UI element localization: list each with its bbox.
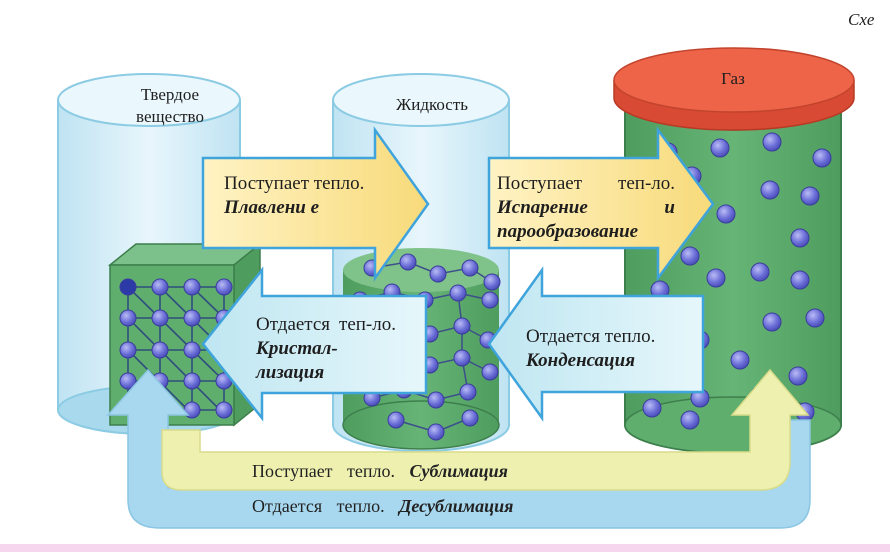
arrow-crystallization [201,266,428,422]
sublimation-text: Поступает тепло. [252,461,396,481]
scheme-label: Схе [848,10,875,29]
sublimation-line: Поступает тепло. Сублимация [252,461,508,482]
condensation-label: Отдается тепло. Конденсация [526,325,698,373]
liquid-title: Жидкость [396,95,468,114]
desublimation-term: Десублимация [399,496,514,516]
melting-label: Поступает тепло. Плавлени е [224,172,374,220]
condensation-term: Конденсация [526,350,635,371]
melting-term: Плавлени е [224,197,319,218]
sublimation-term: Сублимация [409,461,508,481]
liquid-cylinder [332,73,510,452]
arrow-evaporation [487,126,715,282]
desublimation-text: Отдается тепло. [252,496,385,516]
arrow-condensation [487,266,705,422]
arrow-melting [201,126,430,282]
solid-title-line2: вещество [136,107,204,126]
condensation-text: Отдается тепло. [526,326,656,347]
melting-text: Поступает тепло. [224,173,365,194]
crystallization-term: Кристал-лизация [256,338,338,383]
evaporation-label: Поступает теп-ло. Испарение и парообразо… [497,172,675,244]
evaporation-term: Испарение и парообразование [497,197,675,242]
desublimation-line: Отдается тепло. Десублимация [252,496,513,517]
evaporation-text: Поступает теп-ло. [497,173,675,194]
crystallization-text: Отдается теп-ло. [256,314,396,335]
crystallization-label: Отдается теп-ло. Кристал-лизация [256,313,396,385]
gas-lid [613,47,855,131]
arrow-sublimation [161,368,810,491]
solid-title-line1: Твердое [141,85,199,104]
gas-title: Газ [721,69,745,88]
bottom-strip [0,544,890,552]
